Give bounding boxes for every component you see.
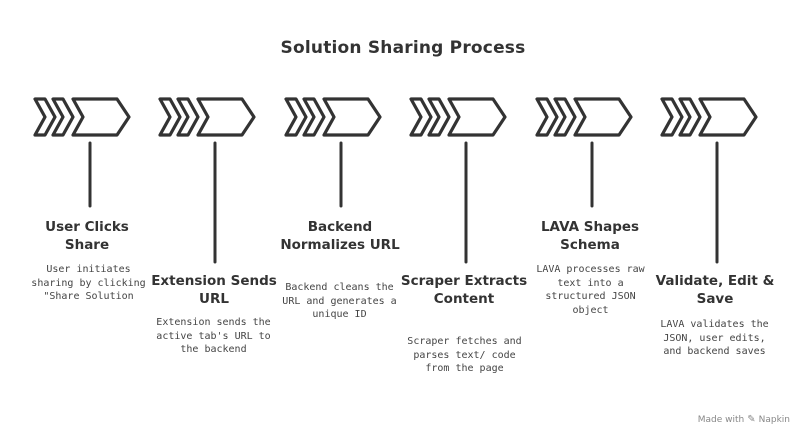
- step-3-title: Backend Normalizes URL: [280, 219, 400, 253]
- step-2-arrow-icon: [158, 97, 256, 137]
- step-5-chevron-c: [573, 97, 633, 137]
- step-3-chevron-a: [284, 97, 308, 137]
- step-4-chevron-a: [409, 97, 433, 137]
- step-2-chevron-a: [158, 97, 182, 137]
- step-6-chevron-a: [660, 97, 684, 137]
- step-5-chevron-a: [535, 97, 559, 137]
- napkin-logo-icon: ✎: [747, 414, 756, 425]
- step-2-chevron-b: [176, 97, 200, 137]
- step-6-chevron-c: [698, 97, 758, 137]
- step-5-description: LAVA processes raw text into a structure…: [536, 264, 645, 316]
- step-2-title: Extension Sends URL: [151, 273, 277, 307]
- step-6-title: Validate, Edit & Save: [655, 273, 775, 307]
- step-5-title: LAVA Shapes Schema: [540, 219, 640, 253]
- footer-credit: Made with ✎ Napkin: [698, 414, 790, 425]
- step-4-chevron-b: [427, 97, 451, 137]
- step-4-chevron-c: [447, 97, 507, 137]
- step-2-chevron-c: [196, 97, 256, 137]
- step-6-description: LAVA validates the JSON, user edits, and…: [660, 319, 769, 357]
- step-1-chevron-a: [33, 97, 57, 137]
- step-4-arrow-icon: [409, 97, 507, 137]
- made-with-label: Made with: [697, 414, 745, 425]
- step-3-chevron-c: [322, 97, 382, 137]
- step-3-description: Backend cleans the URL and generates a u…: [282, 282, 397, 320]
- step-1-chevron-c: [71, 97, 131, 137]
- step-1-title: User Clicks Share: [45, 219, 129, 253]
- diagram-title: Solution Sharing Process: [280, 38, 526, 58]
- step-3-chevron-b: [302, 97, 326, 137]
- step-4-description: Scraper fetches and parses text/ code fr…: [407, 336, 522, 374]
- step-5-arrow-icon: [535, 97, 633, 137]
- step-1-arrow-icon: [33, 97, 131, 137]
- step-6-arrow-icon: [660, 97, 758, 137]
- step-5-chevron-b: [553, 97, 577, 137]
- step-6-chevron-b: [678, 97, 702, 137]
- step-1-description: User initiates sharing by clicking "Shar…: [31, 264, 146, 302]
- brand-label: Napkin: [758, 414, 790, 425]
- step-4-title: Scraper Extracts Content: [400, 273, 528, 307]
- step-1-chevron-b: [51, 97, 75, 137]
- step-3-arrow-icon: [284, 97, 382, 137]
- step-2-description: Extension sends the active tab's URL to …: [156, 317, 271, 355]
